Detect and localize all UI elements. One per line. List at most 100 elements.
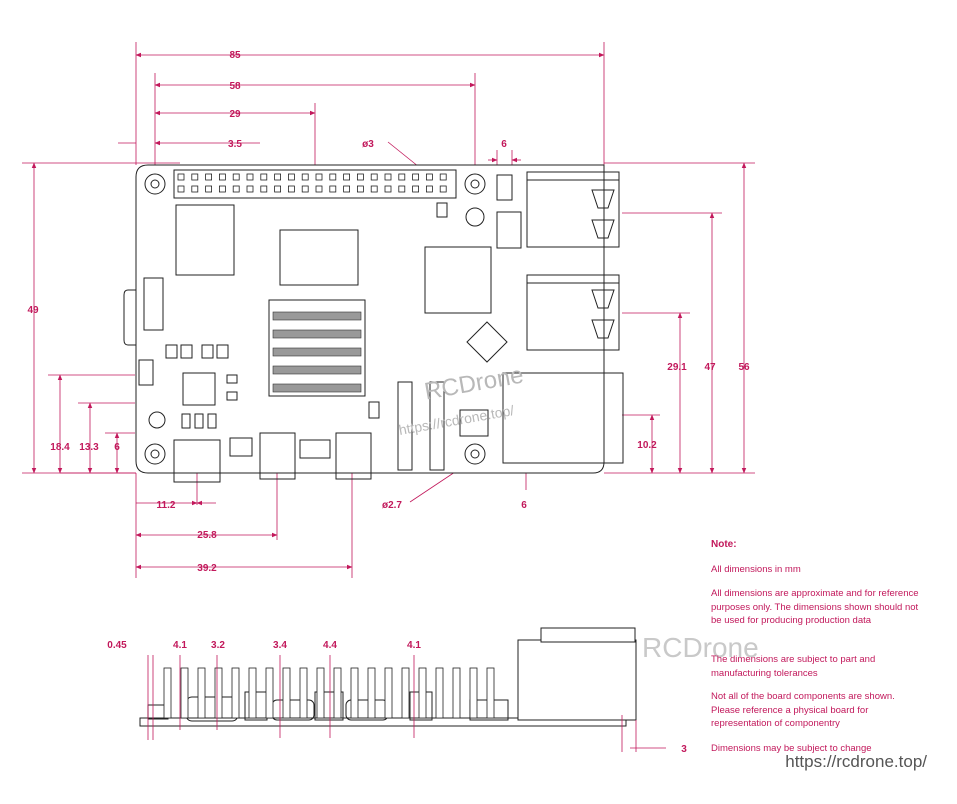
side-dim-4-1-a: 4.1	[173, 640, 187, 651]
gpio-pin	[246, 185, 254, 193]
footer-url: https://rcdrone.top/	[785, 752, 927, 771]
gpio-pin	[425, 173, 433, 181]
gpio-pin	[177, 173, 185, 181]
watermark-brand-side: RCDrone	[642, 632, 759, 663]
side-pin	[197, 667, 206, 719]
board-parts-shaded	[272, 311, 362, 393]
gpio-pin	[412, 173, 420, 181]
gpio-pin	[287, 185, 295, 193]
gpio-pin	[356, 173, 364, 181]
side-pin	[214, 667, 223, 719]
dim-56: 56	[738, 362, 750, 373]
gpio-pin	[274, 173, 282, 181]
dim-hole-diameter: ø3	[362, 139, 374, 150]
dim-47: 47	[704, 362, 716, 373]
side-dim-4-4: 4.4	[323, 640, 337, 651]
gpio-pin	[370, 173, 378, 181]
dim-18-4: 18.4	[50, 442, 70, 453]
gpio-pin	[329, 185, 337, 193]
dim-mount-diameter: ø2.7	[382, 500, 402, 511]
dim-11-2: 11.2	[157, 500, 176, 511]
notes-title: Note:	[711, 539, 737, 550]
dim-10-2: 10.2	[637, 440, 657, 451]
gpio-pin	[343, 185, 351, 193]
side-pin	[282, 667, 291, 719]
side-pin	[299, 667, 308, 719]
dim-13-3: 13.3	[79, 442, 99, 453]
dim-6-bottom: 6	[521, 500, 527, 511]
gpio-pin	[301, 173, 309, 181]
dim-58: 58	[229, 81, 241, 92]
side-pin	[469, 667, 478, 719]
note-item: All dimensions are approximate and for r…	[711, 588, 919, 626]
gpio-pins	[177, 173, 447, 193]
gpio-pin	[274, 185, 282, 193]
board-side-view	[139, 627, 637, 727]
side-header-pins	[163, 667, 495, 719]
side-dim-4-1-b: 4.1	[407, 640, 421, 651]
gpio-pin	[205, 185, 213, 193]
side-dimension-lines	[147, 655, 666, 752]
side-pin	[350, 667, 359, 719]
gpio-pin	[398, 185, 406, 193]
side-pin	[265, 667, 274, 719]
gpio-pin	[356, 185, 364, 193]
gpio-pin	[191, 173, 199, 181]
gpio-pin	[315, 173, 323, 181]
gpio-pin	[246, 173, 254, 181]
gpio-pin	[260, 185, 268, 193]
dim-25-8: 25.8	[197, 530, 217, 541]
side-dim-3: 3	[681, 744, 687, 755]
gpio-pin	[218, 185, 226, 193]
gpio-pin	[425, 185, 433, 193]
dim-29-1: 29.1	[667, 362, 687, 373]
side-pin	[452, 667, 461, 719]
side-dim-3-4: 3.4	[273, 640, 287, 651]
gpio-pin	[412, 185, 420, 193]
dim-49: 49	[27, 305, 39, 316]
gpio-pin	[329, 173, 337, 181]
side-pin	[401, 667, 410, 719]
side-dim-3-2: 3.2	[211, 640, 225, 651]
gpio-pin	[232, 173, 240, 181]
dim-29: 29	[229, 109, 241, 120]
dim-3-5: 3.5	[228, 139, 242, 150]
gpio-pin	[218, 173, 226, 181]
side-pin	[333, 667, 342, 719]
gpio-pin	[205, 173, 213, 181]
side-pin	[248, 667, 257, 719]
gpio-pin	[260, 173, 268, 181]
side-pin	[231, 667, 240, 719]
note-item: The dimensions are subject to part and m…	[711, 654, 876, 679]
side-dim-0-45: 0.45	[107, 640, 127, 651]
dim-6-top: 6	[501, 139, 507, 150]
side-pin	[367, 667, 376, 719]
board-top-view	[123, 164, 624, 483]
note-item: Dimensions may be subject to change	[711, 743, 872, 754]
gpio-pin	[287, 173, 295, 181]
side-pin	[180, 667, 189, 719]
gpio-pin	[191, 185, 199, 193]
gpio-pin	[301, 185, 309, 193]
gpio-pin	[370, 185, 378, 193]
dim-6-left: 6	[114, 442, 120, 453]
gpio-pin	[439, 185, 447, 193]
side-pin	[163, 667, 172, 719]
gpio-pin	[398, 173, 406, 181]
gpio-pin	[177, 185, 185, 193]
side-pin	[486, 667, 495, 719]
gpio-pin	[384, 173, 392, 181]
usb-port-details	[527, 179, 619, 339]
side-pin	[384, 667, 393, 719]
side-pin	[418, 667, 427, 719]
note-item: Not all of the board components are show…	[711, 691, 895, 729]
gpio-pin	[315, 185, 323, 193]
dimension-lines	[22, 42, 755, 578]
gpio-pin	[439, 173, 447, 181]
dim-39-2: 39.2	[197, 563, 217, 574]
gpio-pin	[232, 185, 240, 193]
side-pin	[316, 667, 325, 719]
side-pin	[435, 667, 444, 719]
gpio-pin	[384, 185, 392, 193]
